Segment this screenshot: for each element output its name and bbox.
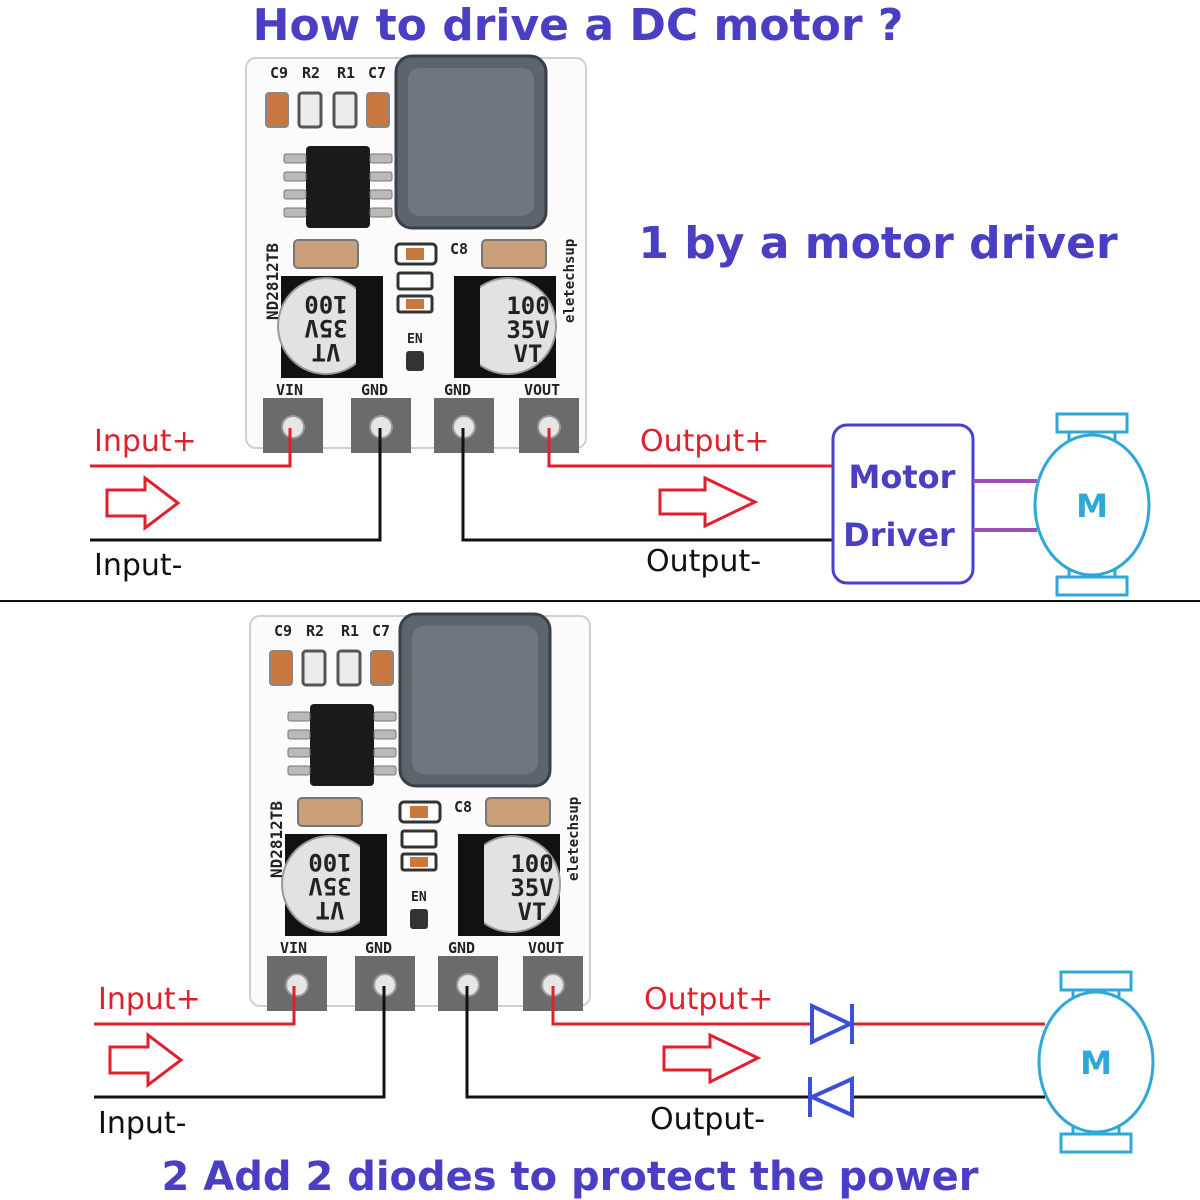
output-negative-label: Output- bbox=[650, 1102, 765, 1137]
board-model: ND2812TB bbox=[263, 243, 282, 320]
motor-1-label: M bbox=[1076, 487, 1108, 525]
pin-vin-label: VIN bbox=[280, 939, 307, 957]
input-positive-label: Input+ bbox=[94, 424, 197, 459]
output-flow-arrow bbox=[662, 1032, 762, 1085]
input-negative-label: Input- bbox=[94, 548, 183, 583]
diode-reverse bbox=[807, 1075, 854, 1119]
silk-c9: C9 bbox=[270, 64, 288, 82]
dc-motor-1: M bbox=[1033, 412, 1151, 597]
input-positive-wire bbox=[94, 986, 296, 1026]
cap-right-vt: VT bbox=[518, 898, 547, 926]
output-flow-arrow bbox=[658, 475, 759, 529]
dc-motor-2: M bbox=[1037, 970, 1155, 1154]
output-positive-label: Output+ bbox=[644, 982, 773, 1017]
silk-en: EN bbox=[407, 332, 423, 347]
pin-gnd-label: GND bbox=[365, 939, 392, 957]
cap-left-vt: VT bbox=[312, 338, 341, 366]
pin-gnd2-label: GND bbox=[444, 381, 471, 399]
cap-right-value: 100 bbox=[506, 292, 549, 320]
motor-driver-box bbox=[831, 423, 975, 585]
cap-right-voltage: 35V bbox=[506, 316, 549, 344]
section-2-heading: 2 Add 2 diodes to protect the power bbox=[162, 1154, 979, 1200]
cap-left-value: 100 bbox=[308, 848, 351, 876]
cap-left-vt: VT bbox=[316, 896, 345, 924]
cap-left-value: 100 bbox=[304, 290, 347, 318]
board-model: ND2812TB bbox=[267, 801, 286, 878]
pin-vout-label: VOUT bbox=[528, 939, 564, 957]
silk-r2: R2 bbox=[302, 64, 320, 82]
cap-right-value: 100 bbox=[510, 850, 553, 878]
section-1-heading: 1 by a motor driver bbox=[638, 218, 1118, 269]
silk-c7: C7 bbox=[372, 622, 390, 640]
cap-right-voltage: 35V bbox=[510, 874, 553, 902]
converter-board-1: C9 R2 R1 C7 C8 ND2812TB eletechsup EN VT… bbox=[244, 54, 588, 455]
section-1: 1 by a motor driver C9 R2 R1 C7 C8 ND281… bbox=[90, 54, 1151, 597]
silk-en: EN bbox=[411, 890, 427, 905]
board-brand: eletechsup bbox=[562, 239, 578, 323]
output-positive-wire bbox=[547, 428, 833, 468]
input-positive-label: Input+ bbox=[98, 982, 201, 1017]
input-flow-arrow bbox=[108, 1031, 184, 1089]
silk-r1: R1 bbox=[337, 64, 355, 82]
output-positive-label: Output+ bbox=[640, 424, 769, 459]
page-title: How to drive a DC motor ? bbox=[253, 0, 904, 51]
input-positive-wire bbox=[90, 428, 292, 468]
motor-driver-label-line2: Driver bbox=[843, 516, 955, 554]
cap-left-voltage: 35V bbox=[308, 872, 351, 900]
pin-gnd-label: GND bbox=[361, 381, 388, 399]
motor-driver-label-line1: Motor bbox=[849, 458, 956, 496]
silk-c7: C7 bbox=[368, 64, 386, 82]
input-flow-arrow bbox=[105, 474, 181, 532]
silk-r2: R2 bbox=[306, 622, 324, 640]
converter-board-2: C9 R2 R1 C7 C8 ND2812TB eletechsup EN VT… bbox=[248, 612, 592, 1013]
pin-vin-label: VIN bbox=[276, 381, 303, 399]
diode-forward bbox=[810, 1002, 855, 1046]
input-negative-label: Input- bbox=[98, 1106, 187, 1141]
silk-c8: C8 bbox=[450, 240, 468, 258]
pin-gnd2-label: GND bbox=[448, 939, 475, 957]
input-negative-wire bbox=[94, 986, 386, 1099]
motor-2-label: M bbox=[1080, 1044, 1112, 1082]
section-2: C9 R2 R1 C7 C8 ND2812TB eletechsup EN VT… bbox=[94, 612, 1155, 1200]
input-negative-wire bbox=[90, 428, 382, 542]
pin-vout-label: VOUT bbox=[524, 381, 560, 399]
cap-left-voltage: 35V bbox=[304, 314, 347, 342]
silk-c8: C8 bbox=[454, 798, 472, 816]
output-negative-label: Output- bbox=[646, 544, 761, 579]
cap-right-vt: VT bbox=[514, 340, 543, 368]
output-positive-wire bbox=[551, 986, 1045, 1026]
silk-c9: C9 bbox=[274, 622, 292, 640]
board-brand: eletechsup bbox=[566, 797, 582, 881]
silk-r1: R1 bbox=[341, 622, 359, 640]
output-negative-wire bbox=[461, 428, 833, 542]
